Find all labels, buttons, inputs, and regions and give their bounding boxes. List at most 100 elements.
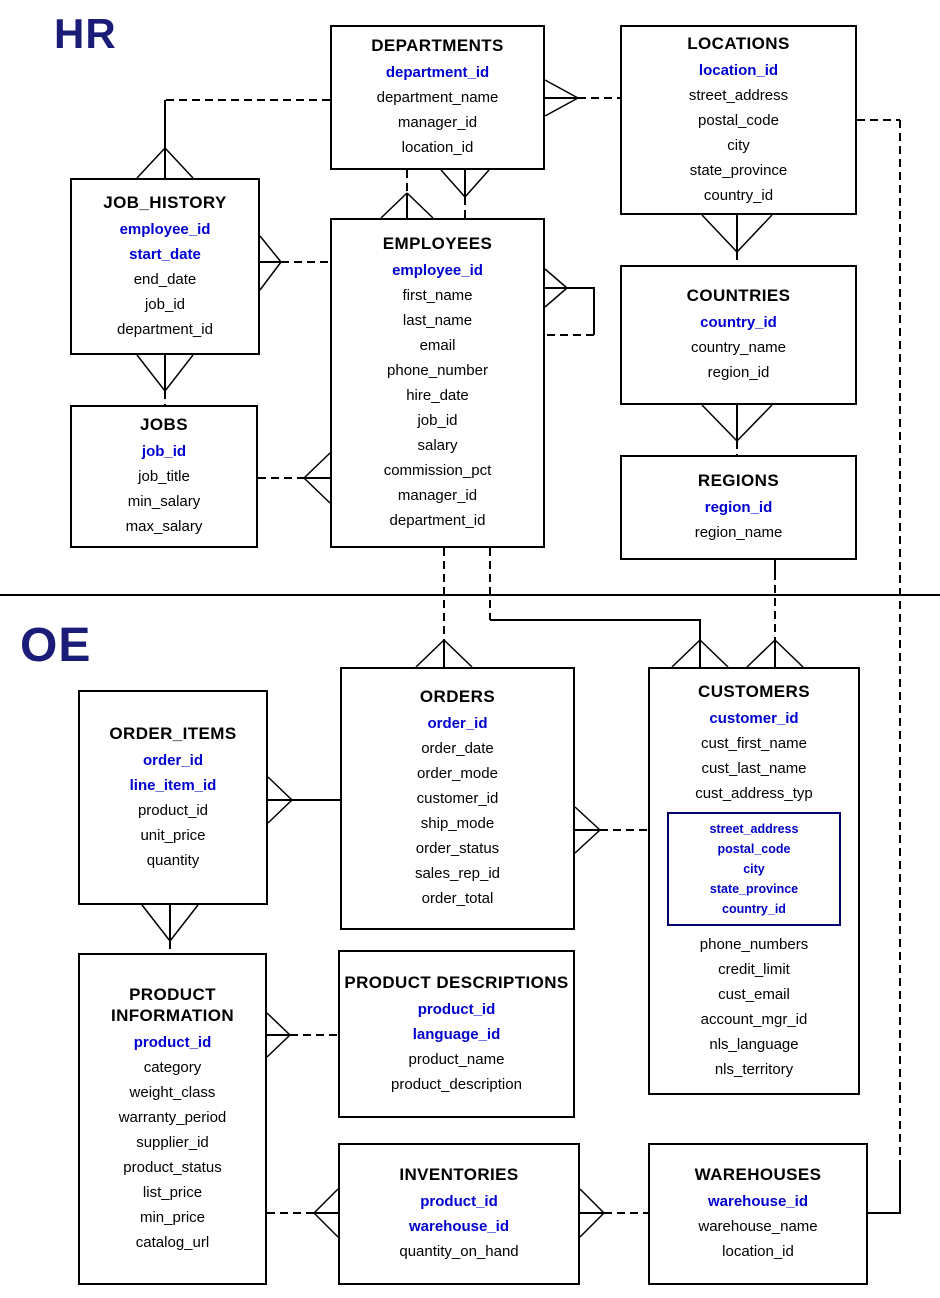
entity-jobs: JOBS job_id job_title min_salary max_salary — [70, 405, 258, 548]
attribute-order_id: order_id — [427, 715, 488, 732]
attribute-category: category — [143, 1058, 202, 1076]
rel-countries-regions — [701, 404, 773, 455]
attribute-warehouse_name: warehouse_name — [698, 1218, 818, 1235]
rel-employees-self-manager — [544, 268, 595, 336]
attribute-max_salary: max_salary — [125, 518, 203, 535]
attribute-cust_email: cust_email — [718, 985, 790, 1003]
attribute-product_id: product_id — [417, 1000, 496, 1018]
attribute-phone_number: phone_number — [387, 362, 488, 379]
attribute-country_id: country_id — [700, 314, 777, 331]
attribute-state_province: state_province — [689, 161, 788, 179]
rel-departments-employees-manager — [440, 169, 490, 218]
attribute-region_name: region_name — [694, 524, 783, 541]
attribute-department_id: department_id — [385, 64, 490, 81]
attribute-order_total: order_total — [421, 890, 494, 907]
attribute-cust_first_name: cust_first_name — [701, 734, 807, 752]
attribute-order_date: order_date — [421, 740, 494, 757]
attribute-job_id: job_id — [141, 443, 187, 460]
attribute-job_title: job_title — [138, 468, 190, 485]
entity-title: REGIONS — [697, 471, 780, 490]
attribute-warranty_period: warranty_period — [118, 1108, 227, 1126]
entity-title: WAREHOUSES — [694, 1165, 822, 1184]
rel-employees-departments — [380, 170, 434, 219]
attribute-location_id: location_id — [401, 139, 474, 156]
attribute-hire_date: hire_date — [406, 387, 469, 404]
entity-title: EMPLOYEES — [382, 234, 493, 253]
entity-title: ORDERS — [419, 687, 496, 706]
attribute-ship_mode: ship_mode — [420, 815, 495, 832]
rel-job-history-employees — [259, 235, 330, 291]
attribute-phone_numbers: phone_numbers — [699, 935, 809, 953]
attribute-warehouse_id: warehouse_id — [408, 1218, 510, 1235]
hr-schema-label: HR — [54, 10, 117, 57]
entity-title: INVENTORIES — [399, 1165, 519, 1184]
attribute-nls_territory: nls_territory — [714, 1060, 794, 1078]
attribute-state_province: state_province — [709, 881, 799, 896]
attribute-weight_class: weight_class — [129, 1083, 216, 1101]
oe-schema-label: OE — [20, 619, 92, 672]
attribute-product_id: product_id — [133, 1033, 212, 1051]
attribute-department_id: department_id — [117, 320, 213, 338]
rel-order-items-product-information — [141, 904, 199, 953]
attribute-line_item_id: line_item_id — [129, 776, 217, 794]
attribute-postal_code: postal_code — [717, 841, 791, 856]
entity-title: COUNTRIES — [686, 286, 791, 305]
attribute-email: email — [419, 337, 456, 354]
attribute-product_description: product_description — [391, 1075, 522, 1093]
attribute-sales_rep_id: sales_rep_id — [414, 865, 501, 882]
attribute-cust_last_name: cust_last_name — [701, 759, 807, 777]
attribute-min_salary: min_salary — [127, 493, 201, 510]
attribute-unit_price: unit_price — [140, 826, 206, 844]
rel-job-history-departments — [136, 99, 330, 179]
attribute-first_name: first_name — [402, 287, 473, 304]
attribute-country_id: country_id — [722, 901, 786, 916]
rel-inventories-warehouses — [579, 1188, 648, 1238]
attribute-job_id: job_id — [144, 295, 186, 313]
entity-title: JOBS — [140, 415, 188, 434]
entity-title: JOB_HISTORY — [103, 192, 227, 212]
entity-title: DEPARTMENTS — [371, 36, 504, 55]
attribute-customer_id: customer_id — [416, 790, 499, 807]
rel-warehouses-locations — [857, 119, 901, 1214]
rel-order-items-orders — [267, 776, 340, 824]
attribute-cust_address_typ: cust_address_typ — [695, 784, 813, 802]
attribute-street_address: street_address — [709, 821, 799, 836]
attribute-employee_id: employee_id — [392, 262, 483, 279]
attribute-order_status: order_status — [415, 840, 500, 857]
entity-title: ORDER_ITEMS — [109, 723, 237, 743]
attribute-account_mgr_id: account_mgr_id — [700, 1010, 808, 1028]
rel-orders-customers — [574, 806, 648, 854]
rel-customers-regions — [746, 560, 804, 668]
attribute-warehouse_id: warehouse_id — [707, 1193, 809, 1210]
attribute-language_id: language_id — [412, 1025, 501, 1043]
attribute-credit_limit: credit_limit — [718, 960, 790, 978]
attribute-list_price: list_price — [142, 1183, 203, 1201]
attribute-commission_pct: commission_pct — [383, 462, 492, 479]
attribute-country_id: country_id — [703, 186, 774, 204]
attribute-catalog_url: catalog_url — [135, 1233, 210, 1251]
attribute-postal_code: postal_code — [698, 111, 779, 129]
attribute-product_id: product_id — [420, 1193, 498, 1210]
attribute-employee_id: employee_id — [119, 220, 211, 238]
attribute-job_id: job_id — [417, 412, 458, 429]
rel-employees-jobs — [258, 452, 331, 504]
attribute-product_id: product_id — [137, 801, 209, 819]
attribute-department_id: department_id — [389, 512, 486, 529]
entity-title: LOCATIONS — [687, 33, 790, 53]
attribute-last_name: last_name — [402, 312, 473, 329]
attribute-supplier_id: supplier_id — [136, 1133, 209, 1151]
attribute-department_name: department_name — [376, 89, 499, 106]
